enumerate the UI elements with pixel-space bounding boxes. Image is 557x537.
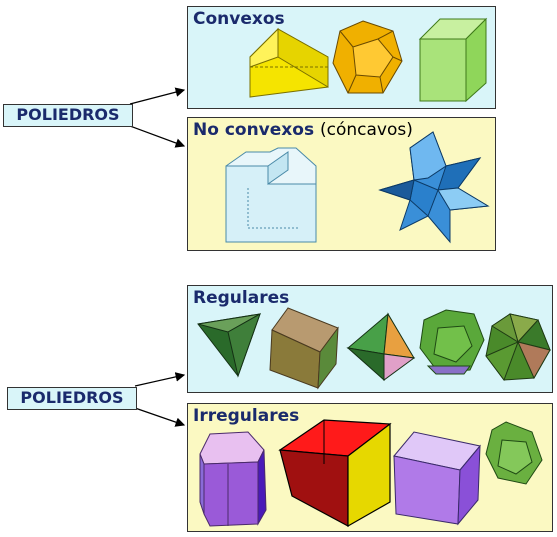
- title-irregulares: Irregulares: [193, 406, 300, 426]
- title-convexos: Convexos: [193, 9, 285, 29]
- box-regulares: Regulares: [187, 285, 553, 393]
- arrow-to-irregulares: [134, 407, 186, 427]
- triangular-prism-icon: [249, 27, 329, 98]
- title-no-convexos: No convexos (cóncavos): [193, 120, 413, 140]
- convex-shapes: [249, 17, 488, 103]
- title-regulares: Regulares: [193, 288, 290, 308]
- irregular-prism-icon: [278, 419, 392, 528]
- dodecahedron-icon: [332, 20, 403, 94]
- concave-cube-icon: [225, 147, 317, 243]
- icosahedron-icon: [485, 313, 551, 382]
- hexahedron-icon: [269, 307, 339, 390]
- irregular-shapes: [199, 419, 543, 528]
- box-no-convexos: No convexos (cóncavos): [187, 117, 496, 251]
- arrow-to-regulares: [134, 372, 186, 387]
- cube-icon: [418, 17, 488, 103]
- pentagonal-prism-icon: [199, 431, 267, 527]
- root-label-poliedros-1: POLIEDROS: [3, 104, 133, 127]
- title-no-convexos-main: No convexos: [193, 120, 315, 140]
- regular-shapes: [197, 307, 551, 390]
- box-convexos: Convexos: [187, 6, 496, 109]
- title-no-convexos-sub: (cóncavos): [319, 120, 413, 140]
- box-irregulares: Irregulares: [187, 403, 553, 532]
- arrow-to-no-convexos: [129, 125, 186, 148]
- irregular-dodecahedron-icon: [485, 421, 543, 485]
- arrow-to-convexos: [129, 87, 186, 105]
- stellated-dodecahedron-icon: [378, 131, 490, 244]
- tetrahedron-icon: [197, 312, 261, 378]
- octahedron-icon: [346, 312, 416, 382]
- nonconvex-shapes: [225, 131, 490, 244]
- root-label-poliedros-2: POLIEDROS: [7, 387, 137, 410]
- rectangular-cuboid-icon: [393, 431, 481, 526]
- regular-dodecahedron-icon: [419, 309, 485, 375]
